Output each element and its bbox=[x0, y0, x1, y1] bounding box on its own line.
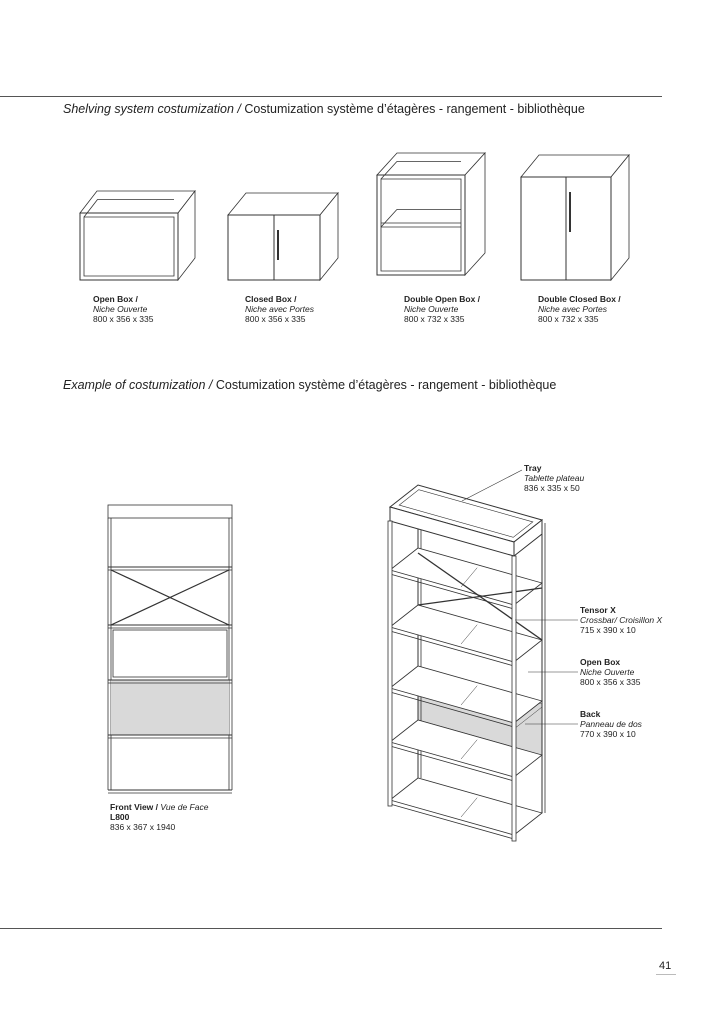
iso-tray-side bbox=[513, 518, 543, 558]
heading-rest: Costumization système d’étagères - range… bbox=[212, 378, 557, 392]
iso-front-post bbox=[511, 555, 517, 842]
callout-name: Tensor X bbox=[580, 605, 616, 615]
iso-shelf-joint bbox=[460, 685, 478, 706]
heading-italic: Shelving system costumization / bbox=[63, 102, 241, 116]
double-open-box-drawing-inner-edge bbox=[380, 161, 398, 180]
front-view-dims: 836 x 367 x 1940 bbox=[110, 822, 176, 832]
front-view-open-box bbox=[112, 629, 228, 678]
closed-box-drawing-top bbox=[227, 192, 339, 216]
callout-name-fr: Tablette plateau bbox=[524, 473, 585, 483]
section-heading-example: Example of costumization / Costumization… bbox=[63, 378, 556, 392]
iso-tray-inner bbox=[398, 489, 534, 538]
iso-shelf bbox=[389, 604, 543, 663]
double-open-box-drawing-side bbox=[464, 151, 486, 277]
iso-shelf-joint bbox=[460, 567, 478, 588]
closed-box-drawing-door-handle bbox=[277, 230, 279, 260]
front-view-label: Front View / bbox=[110, 802, 159, 812]
caption-name: Open Box / bbox=[93, 294, 138, 304]
iso-front-post bbox=[387, 520, 393, 807]
heading-italic: Example of costumization / bbox=[63, 378, 213, 392]
front-view-tray bbox=[107, 504, 233, 519]
callout-name-fr: Crossbar/ Croisillon X bbox=[580, 615, 663, 625]
callout-leader-tray bbox=[461, 469, 523, 502]
callout-dims: 800 x 356 x 335 bbox=[580, 677, 641, 687]
caption-dims: 800 x 356 x 335 bbox=[245, 314, 306, 324]
open-box-drawing-top bbox=[79, 190, 196, 214]
caption-name-fr: Niche Ouverte bbox=[404, 304, 459, 314]
double-open-box-drawing-front bbox=[376, 174, 466, 276]
page-number: 41 bbox=[659, 960, 672, 972]
page-number-underline bbox=[656, 974, 676, 975]
callout-name: Open Box bbox=[580, 657, 621, 667]
iso-shelf-joint bbox=[460, 624, 478, 645]
front-view-tensor-x bbox=[110, 569, 230, 626]
iso-shelf-joint bbox=[460, 739, 478, 760]
front-view-label-fr: Vue de Face bbox=[160, 802, 209, 812]
caption-name: Double Closed Box / bbox=[538, 294, 621, 304]
callout-dims: 715 x 390 x 10 bbox=[580, 625, 636, 635]
callout-dims: 836 x 335 x 50 bbox=[524, 483, 580, 493]
iso-shelf-edge bbox=[389, 803, 515, 840]
caption-name: Closed Box / bbox=[245, 294, 297, 304]
open-box-drawing-inner-edge bbox=[83, 199, 98, 218]
double-closed-box-drawing-door-handle bbox=[569, 192, 571, 232]
double-closed-box-drawing-side bbox=[610, 153, 630, 282]
iso-shelf-joint bbox=[460, 797, 478, 818]
open-box-drawing-front bbox=[79, 212, 179, 281]
iso-shelf bbox=[389, 777, 543, 836]
caption-name-fr: Niche Ouverte bbox=[93, 304, 148, 314]
iso-shelf bbox=[389, 665, 543, 724]
callout-name: Back bbox=[580, 709, 601, 719]
iso-shelf bbox=[389, 547, 543, 606]
double-closed-box-drawing-top bbox=[520, 154, 630, 178]
double-open-box-drawing-inner bbox=[380, 178, 462, 272]
callout-name-fr: Panneau de dos bbox=[580, 719, 642, 729]
callout-name-fr: Niche Ouverte bbox=[580, 667, 635, 677]
double-open-box-drawing-inner-edge bbox=[380, 209, 398, 228]
caption-dims: 800 x 356 x 335 bbox=[93, 314, 154, 324]
caption-name-fr: Niche avec Portes bbox=[245, 304, 314, 314]
iso-shelf-edge bbox=[389, 745, 515, 782]
iso-shelf-edge bbox=[389, 573, 515, 610]
bottom-rule bbox=[0, 928, 662, 929]
heading-rest: Costumization système d’étagères - range… bbox=[240, 102, 585, 116]
iso-shelf-edge bbox=[389, 630, 515, 667]
open-box-drawing-inner bbox=[83, 216, 175, 277]
caption-name-fr: Niche avec Portes bbox=[538, 304, 607, 314]
top-rule bbox=[0, 96, 662, 97]
iso-tensor-x bbox=[417, 587, 543, 606]
front-view-model: L800 bbox=[110, 812, 130, 822]
callout-name: Tray bbox=[524, 463, 542, 473]
caption-name: Double Open Box / bbox=[404, 294, 481, 304]
section-heading-shelving: Shelving system costumization / Costumiz… bbox=[63, 102, 585, 116]
callout-dims: 770 x 390 x 10 bbox=[580, 729, 636, 739]
caption-dims: 800 x 732 x 335 bbox=[404, 314, 465, 324]
front-view-back-panel bbox=[111, 680, 229, 735]
iso-shelf-edge bbox=[389, 691, 515, 728]
caption-dims: 800 x 732 x 335 bbox=[538, 314, 599, 324]
iso-shelf bbox=[389, 719, 543, 778]
